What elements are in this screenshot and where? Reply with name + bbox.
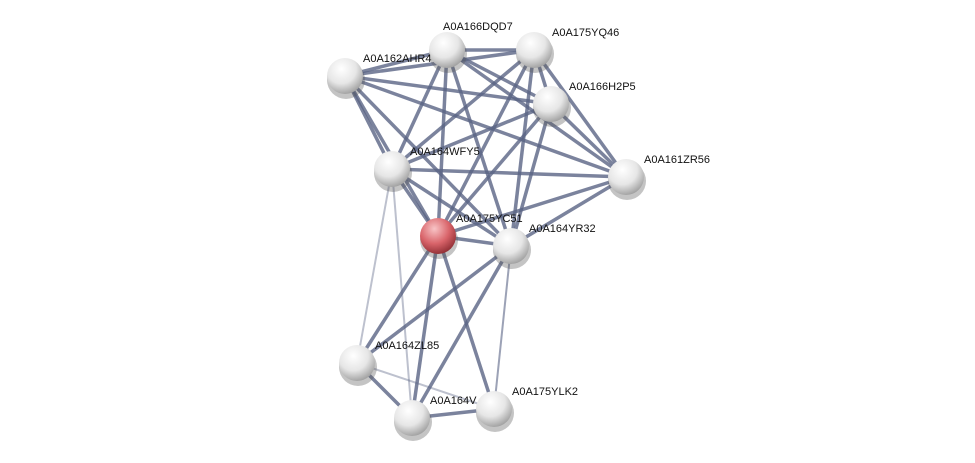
- edge-ZR56-YC51[interactable]: [437, 175, 627, 238]
- node-label: A0A164V: [430, 395, 477, 407]
- node-V[interactable]: [394, 400, 430, 436]
- edge-YC51-ZL85[interactable]: [355, 235, 440, 364]
- node-label: A0A166DQD7: [443, 21, 513, 33]
- node-YLK2[interactable]: [476, 391, 512, 427]
- edge-DQD7-YC51[interactable]: [436, 49, 449, 237]
- edge-ZL85-YLK2[interactable]: [356, 362, 495, 410]
- edge-YQ46-ZR56[interactable]: [532, 48, 628, 179]
- edge-ZR56-WFY5[interactable]: [391, 167, 627, 179]
- edge-AHR4-ZR56[interactable]: [344, 74, 627, 179]
- edge-YC51-V[interactable]: [410, 235, 440, 419]
- node-ZL85[interactable]: [339, 345, 375, 381]
- node-H2P5[interactable]: [533, 86, 569, 122]
- node-YQ46[interactable]: [516, 32, 552, 68]
- node-label: A0A166H2P5: [569, 81, 636, 93]
- edge-YR32-V[interactable]: [410, 245, 513, 419]
- node-label: A0A164WFY5: [410, 146, 480, 158]
- node-label: A0A175YQ46: [552, 27, 619, 39]
- edge-DQD7-YR32[interactable]: [445, 49, 513, 247]
- node-label: A0A164ZL85: [375, 340, 439, 352]
- edge-H2P5-WFY5[interactable]: [391, 102, 552, 171]
- edge-DQD7-H2P5[interactable]: [446, 48, 552, 106]
- node-label: A0A164YR32: [529, 223, 596, 235]
- edge-WFY5-YR32[interactable]: [391, 167, 512, 248]
- edge-YR32-ZL85[interactable]: [355, 244, 513, 365]
- nodes: [327, 32, 646, 441]
- edge-YR32-YLK2[interactable]: [493, 245, 512, 410]
- node-label: A0A162AHR4: [363, 53, 432, 65]
- node-label: A0A175YC51: [456, 213, 523, 225]
- node-WFY5[interactable]: [374, 151, 410, 187]
- node-label: A0A161ZR56: [644, 154, 710, 166]
- edge-WFY5-ZL85[interactable]: [356, 168, 393, 364]
- node-YR32[interactable]: [493, 228, 529, 264]
- node-YC51[interactable]: [420, 218, 456, 254]
- node-DQD7[interactable]: [429, 32, 465, 68]
- node-AHR4[interactable]: [327, 58, 363, 94]
- edge-DQD7-WFY5[interactable]: [390, 49, 449, 170]
- edge-H2P5-YC51[interactable]: [436, 102, 553, 238]
- edge-YQ46-YC51[interactable]: [436, 49, 536, 237]
- edge-AHR4-YR32[interactable]: [343, 74, 513, 248]
- edge-YQ46-WFY5[interactable]: [390, 48, 536, 171]
- node-label: A0A175YLK2: [512, 386, 578, 398]
- edge-ZR56-YR32[interactable]: [510, 175, 627, 248]
- node-ZR56[interactable]: [608, 159, 644, 195]
